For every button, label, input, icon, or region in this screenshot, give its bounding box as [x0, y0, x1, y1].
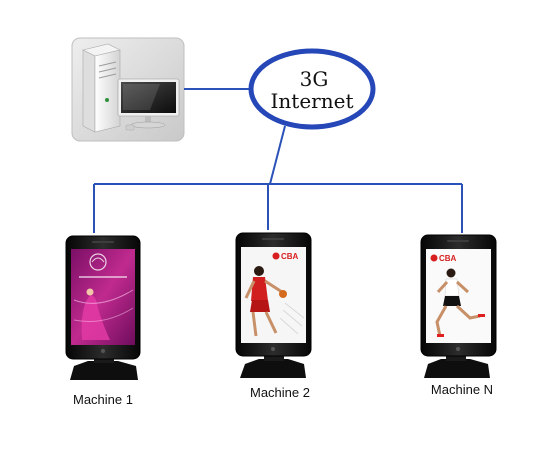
- server-computer: [71, 37, 185, 142]
- screen-logo-text: CBA: [439, 254, 457, 263]
- kiosk-top-bar: [262, 238, 284, 240]
- screen-artwork: [73, 253, 134, 340]
- cloud-to-bus-link: [269, 125, 286, 185]
- kiosk-machine-2: CBA: [235, 232, 312, 378]
- kiosk-base: [240, 359, 306, 378]
- monitor-icon: [117, 78, 180, 131]
- kiosk-button: [271, 347, 275, 351]
- kiosk-machine-n: CBA: [420, 234, 497, 378]
- kiosk-top-bar: [447, 240, 469, 242]
- machine-2-label: Machine 2: [250, 385, 310, 400]
- connector-lines: [93, 88, 463, 233]
- internet-cloud: 3G Internet: [248, 48, 376, 130]
- cloud-outline: [248, 48, 376, 130]
- kiosk-button: [101, 349, 105, 353]
- cloud-label-line2: Internet: [271, 89, 354, 113]
- kiosk-neck: [446, 353, 466, 361]
- kiosk-button: [456, 347, 460, 351]
- kiosk-neck: [264, 353, 284, 361]
- basketball-player-artwork: [244, 266, 305, 337]
- machine-1-label: Machine 1: [73, 392, 133, 407]
- kiosk-base: [70, 361, 138, 380]
- runner-artwork: [435, 268, 485, 337]
- screen-logo: CBA: [272, 252, 299, 261]
- kiosk-base: [424, 359, 490, 378]
- tower-pc-icon: [82, 43, 121, 133]
- kiosk-machine-1: [65, 235, 141, 380]
- screen-logo: CBA: [430, 254, 457, 263]
- screen-logo-text: CBA: [281, 252, 299, 261]
- machine-n-label: Machine N: [431, 382, 493, 397]
- cloud-label-line1: 3G: [300, 67, 329, 91]
- kiosk-top-bar: [92, 241, 114, 243]
